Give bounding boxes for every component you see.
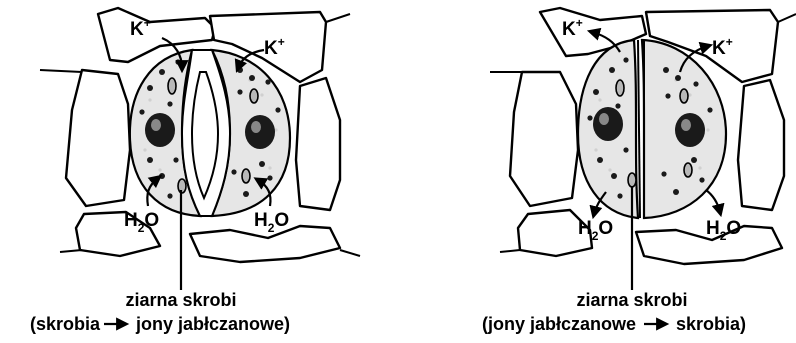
left-nucleus-left [145, 113, 175, 147]
right-plastid [684, 163, 692, 177]
left-caption-line1: ziarna skrobi [125, 290, 236, 310]
left-nucleus-right [245, 115, 275, 149]
right-plastid [616, 80, 624, 96]
left-caption-line2: (skrobia jony jabłczanowe) [30, 314, 290, 334]
right-stoma-panel: K+ K+ H2O H2O ziarna skrobi (jony jabłcz… [482, 8, 796, 334]
left-plastid [168, 78, 176, 94]
right-caption-line2: (jony jabłczanowe skrobia) [482, 314, 746, 334]
right-caption-after: skrobia) [676, 314, 746, 334]
left-caption-after: jony jabłczanowe) [135, 314, 290, 334]
right-nucleus-right [675, 113, 705, 147]
left-plastid [250, 89, 258, 103]
left-stoma-panel: K+ K+ H2O H2O ziarna skrobi (skrobia jon… [30, 8, 360, 334]
right-plastid [628, 173, 636, 187]
right-water-arrow-right [706, 190, 720, 212]
right-caption-before: (jony jabłczanowe [482, 314, 636, 334]
right-caption-line1: ziarna skrobi [576, 290, 687, 310]
left-plastid [242, 169, 250, 183]
right-nucleus-left [593, 107, 623, 141]
left-caption-before: (skrobia [30, 314, 101, 334]
right-plastid [680, 89, 688, 103]
